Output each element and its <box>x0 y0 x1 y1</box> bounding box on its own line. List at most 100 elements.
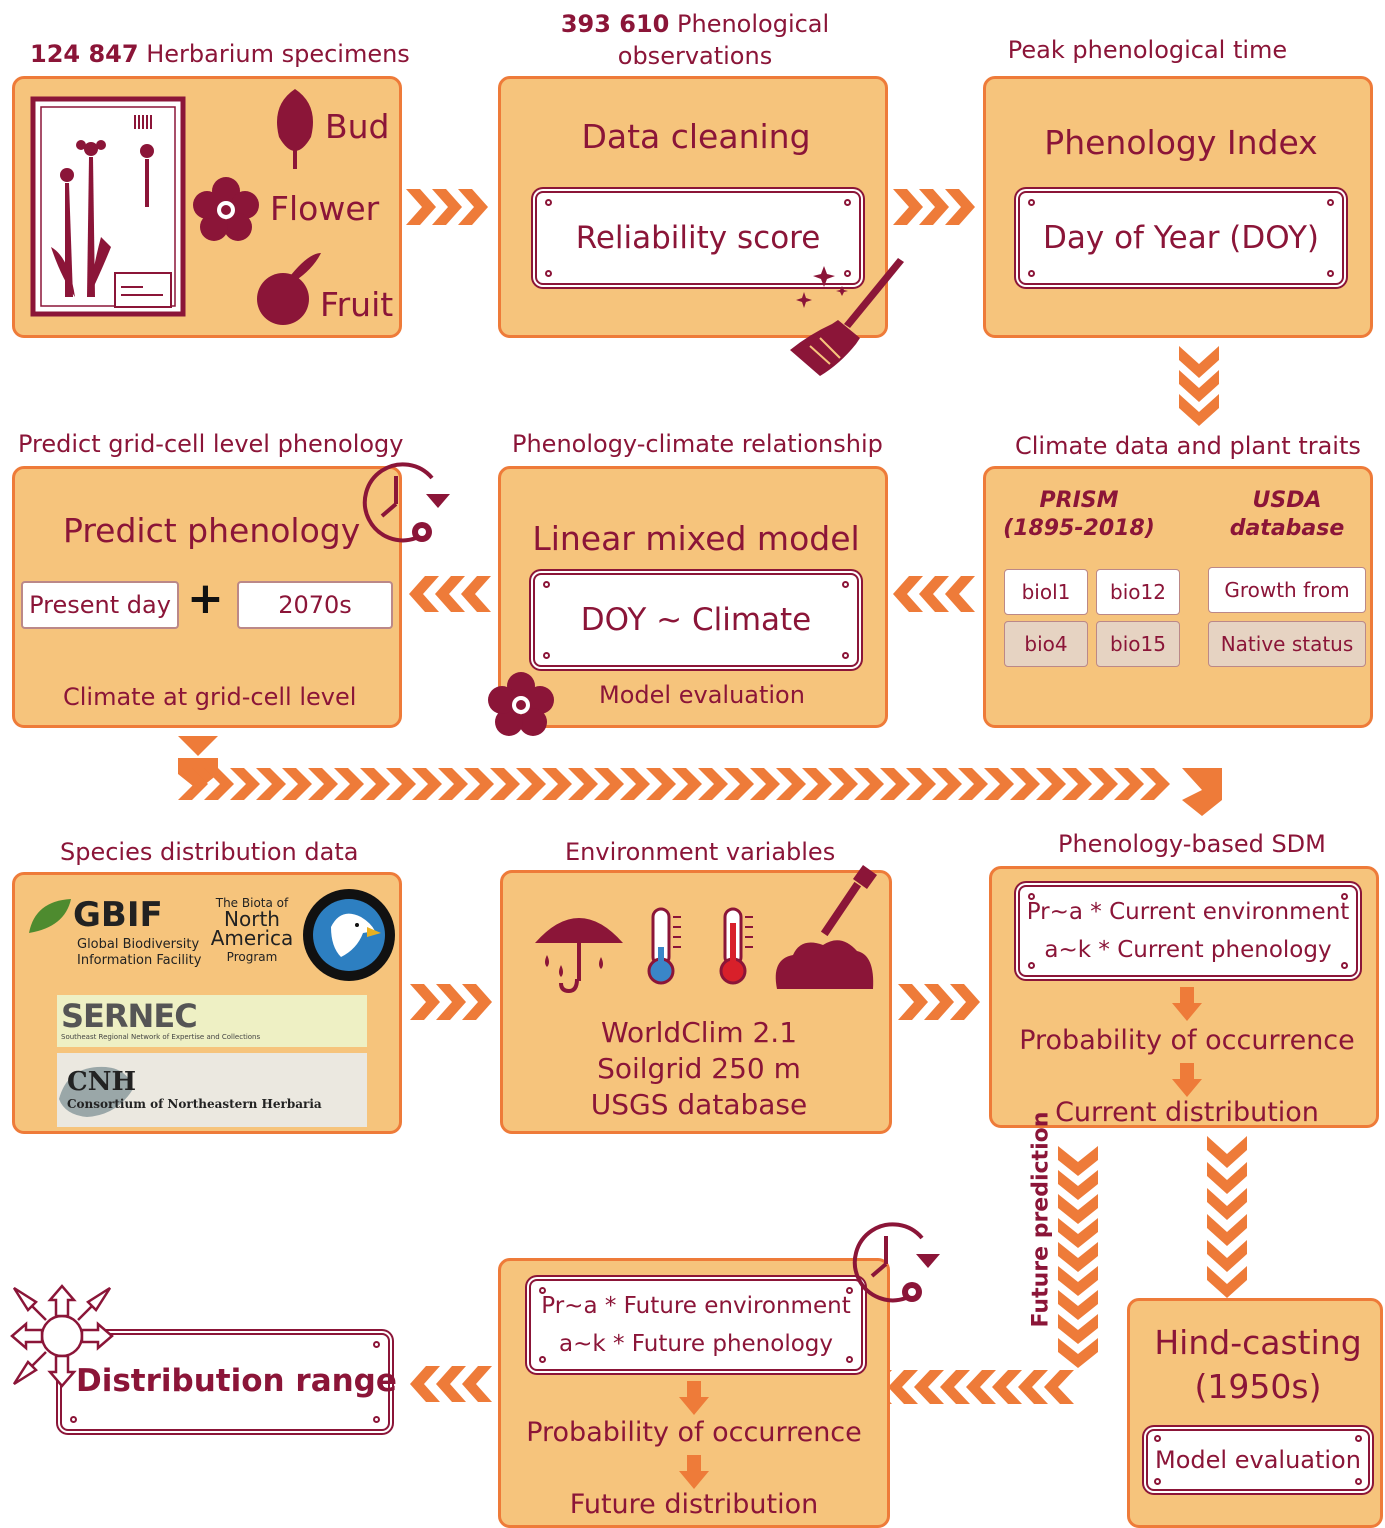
bona-line-2: North <box>224 907 280 931</box>
usda-line-1: USDA <box>1252 488 1322 513</box>
hindcast-arrow-chevron <box>1207 1214 1247 1246</box>
long-arrow-chevron <box>906 768 936 800</box>
reliability-score-card: Reliability score <box>535 191 861 285</box>
hindcast-evaluation-card: Model evaluation <box>1146 1429 1370 1491</box>
predict-footer: Climate at grid-cell level <box>63 683 357 711</box>
herbarium-header: 124 847 Herbarium specimens <box>30 40 410 68</box>
bio-chip-2: bio12 <box>1096 569 1180 615</box>
observations-label-2: observations <box>617 42 773 70</box>
hindcast-arrow-chevron <box>1207 1266 1247 1298</box>
long-flow-arrow <box>178 736 1222 816</box>
clock-icon-1 <box>362 462 450 543</box>
long-arrow-chevron <box>230 768 260 800</box>
future-equation-card: Pr~a * Future environment a~k * Future p… <box>529 1279 863 1371</box>
source-usgs: USGS database <box>590 1088 808 1121</box>
long-arrow-chevron <box>282 768 312 800</box>
long-arrow-chevron <box>308 768 338 800</box>
future-arrow-chevron-down <box>1058 1290 1098 1320</box>
long-arrow-chevron <box>620 768 650 800</box>
sdm-step-2: Current distribution <box>1055 1097 1319 1128</box>
long-arrow-chevron <box>646 768 676 800</box>
herbarium-count: 124 847 <box>30 40 139 68</box>
hindcast-evaluation-label: Model evaluation <box>1155 1446 1361 1474</box>
environment-sources: WorldClim 2.1 Soilgrid 250 m USGS databa… <box>503 1015 895 1123</box>
flower-icon-2 <box>488 672 554 736</box>
future-eq-1: Pr~a * Future environment <box>541 1293 851 1319</box>
future-arrow-chevron-down <box>1058 1242 1098 1272</box>
long-arrow-chevron <box>360 768 390 800</box>
long-arrow-chevron <box>1062 768 1092 800</box>
long-arrow-chevron <box>958 768 988 800</box>
cnh-map-icon <box>59 1066 133 1117</box>
predict-header: Predict grid-cell level phenology <box>18 430 404 458</box>
bud-icon <box>277 89 313 169</box>
predict-phenology-box: Predict phenology Present day + 2070s Cl… <box>12 466 402 728</box>
linear-mixed-model-title: Linear mixed model <box>532 519 860 558</box>
long-arrow-chevron <box>1140 768 1170 800</box>
usda-line-2: database <box>1229 516 1345 541</box>
prism-line-1: PRISM <box>1039 488 1119 513</box>
source-worldclim: WorldClim 2.1 <box>600 1016 798 1049</box>
climate-header: Climate data and plant traits <box>1015 432 1361 460</box>
herbarium-sheet-icon <box>30 96 186 317</box>
down-arrow-3 <box>679 1381 709 1415</box>
long-arrow-chevron <box>594 768 624 800</box>
future-arrow-chevron-left <box>940 1370 970 1404</box>
prism-line-2: (1895-2018) <box>1003 516 1155 541</box>
2070s-label: 2070s <box>278 591 352 619</box>
future-box: Pr~a * Future environment a~k * Future p… <box>498 1258 890 1528</box>
down-arrow-2 <box>1172 1063 1202 1097</box>
long-arrow-chevron <box>542 768 572 800</box>
chevron-right-arrow-2 <box>893 189 975 225</box>
doy-label: Day of Year (DOY) <box>1043 220 1319 256</box>
species-header: Species distribution data <box>60 838 359 866</box>
long-arrow-chevron <box>1114 768 1144 800</box>
environment-header: Environment variables <box>565 838 836 866</box>
long-arrow-chevron <box>880 768 910 800</box>
long-arrow-chevron <box>854 768 884 800</box>
chevron-down-arrow-1 <box>1179 346 1219 426</box>
hindcast-title: Hind-casting (1950s) <box>1130 1321 1385 1409</box>
future-arrow-chevron-left <box>992 1370 1022 1404</box>
distribution-range-label: Distribution range <box>76 1363 397 1399</box>
source-soilgrid: Soilgrid 250 m <box>597 1052 801 1085</box>
long-arrow-chevron <box>1010 768 1040 800</box>
thermometer-cold-icon <box>647 907 681 985</box>
future-arrow-chevron-down <box>1058 1314 1098 1344</box>
herbarium-box: Bud Flower Fruit <box>12 76 402 338</box>
long-arrow-chevron <box>412 768 442 800</box>
sdm-header: Phenology-based SDM <box>1058 830 1326 858</box>
bona-line-4: Program <box>226 950 278 964</box>
hindcast-arrow-chevron <box>1207 1162 1247 1194</box>
long-arrow-chevron <box>178 768 208 800</box>
current-eq-1: Pr~a * Current environment <box>1026 899 1350 925</box>
cnh-title: CNH <box>67 1067 137 1097</box>
sernec-subtitle: Southeast Regional Network of Expertise … <box>61 1033 261 1041</box>
long-arrow-chevron <box>776 768 806 800</box>
thermometer-hot-icon <box>719 907 753 985</box>
fruit-icon <box>257 253 321 325</box>
2070s-chip: 2070s <box>237 581 393 629</box>
future-arrow-chevron-down <box>1058 1146 1098 1176</box>
bona-line-1: The Biota of <box>215 896 289 910</box>
reliability-score-label: Reliability score <box>575 220 821 256</box>
hindcast-box: Hind-casting (1950s) Model evaluation <box>1127 1298 1383 1528</box>
broom-icon <box>790 258 904 376</box>
distribution-range-card: Distribution range <box>60 1333 397 1431</box>
long-arrow-chevron <box>438 768 468 800</box>
environment-box: WorldClim 2.1 Soilgrid 250 m USGS databa… <box>500 865 895 1134</box>
flower-icon <box>193 177 259 241</box>
chevron-right-arrow-1 <box>406 189 488 225</box>
observations-count: 393 610 <box>560 10 670 38</box>
current-eq-2: a~k * Current phenology <box>1044 937 1332 963</box>
data-cleaning-box: Data cleaning Reliability score <box>498 76 888 338</box>
prism-title: PRISM (1895-2018) <box>994 487 1164 543</box>
down-arrow-4 <box>679 1455 709 1489</box>
cnh-logo: CNH Consortium of Northeastern Herbaria <box>57 1053 367 1127</box>
present-day-label: Present day <box>29 591 171 619</box>
chevron-right-arrow-4 <box>898 984 980 1020</box>
relationship-footer: Model evaluation <box>599 681 805 709</box>
usda-title: USDA database <box>1212 487 1362 543</box>
hindcast-arrow-chevron <box>1207 1188 1247 1220</box>
future-step-1: Probability of occurrence <box>526 1417 862 1448</box>
